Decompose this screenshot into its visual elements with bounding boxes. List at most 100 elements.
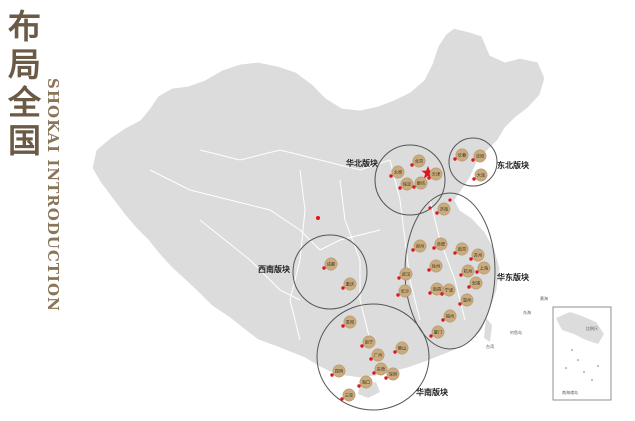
city-label: 成都 [327, 260, 336, 267]
city-label: 南宁 [365, 338, 373, 344]
page-title-english: SHOKAI INTRODUCTION [44, 78, 62, 312]
city-badge [412, 154, 426, 168]
city-badge [359, 375, 373, 389]
city-dot [429, 334, 433, 338]
city-dot [453, 251, 457, 255]
city-badge [460, 293, 474, 307]
city-badge [343, 277, 357, 291]
city-marker: 郑州 [411, 239, 427, 253]
city-marker: 厦门 [429, 325, 445, 339]
city-dot [410, 163, 414, 167]
region-label-east-china: 华东版块 [497, 272, 530, 282]
city-dot [458, 302, 462, 306]
city-marker: 徐州 [427, 259, 443, 273]
city-label: 杭州 [464, 267, 472, 274]
city-marker: 深圳 [384, 367, 400, 381]
city-label: 太原 [394, 168, 402, 175]
city-badge [471, 248, 485, 262]
inset-scale-label: 比例尺 [586, 325, 598, 331]
city-label: 廊坊 [417, 179, 425, 186]
city-label: 东莞 [377, 365, 385, 372]
region-circle-south-china [316, 303, 430, 411]
city-dot [432, 246, 436, 250]
city-marker: 合肥 [432, 237, 448, 251]
city-marker: 北京 [410, 154, 426, 168]
city-badge [473, 149, 487, 163]
city-marker: 贵阳 [341, 315, 357, 329]
city-label: 深圳 [389, 370, 397, 377]
region-circle-northeast [448, 137, 498, 187]
city-marker: 济南 [435, 202, 451, 216]
city-marker: 杭州 [459, 264, 475, 278]
city-label: 长春 [458, 151, 467, 158]
city-dot-west [316, 216, 320, 220]
city-badge [398, 284, 412, 298]
city-marker: 长春 [453, 148, 469, 162]
region-label-north-china: 华北版块 [346, 158, 379, 168]
city-marker: 武汉 [397, 267, 413, 281]
city-badge [455, 148, 469, 162]
city-marker: 沈阳 [471, 149, 487, 163]
page-title-chinese: 布 局 全 国 [8, 8, 48, 160]
city-label: 三亚 [345, 392, 353, 397]
region-circle-southwest [292, 234, 368, 310]
city-label: 苏州 [474, 251, 482, 258]
region-label-northeast: 东北版块 [497, 160, 530, 170]
city-dot [393, 350, 397, 354]
city-marker: 保定 [398, 177, 414, 191]
city-badge [442, 283, 456, 297]
city-marker: 昆明 [330, 364, 346, 378]
taiwan-island [484, 318, 492, 342]
city-badge [342, 388, 356, 402]
city-dot [441, 318, 445, 322]
city-badge [391, 165, 405, 179]
city-label: 昆明 [335, 368, 343, 374]
capital-star-icon [421, 166, 435, 179]
city-label: 宁波 [445, 286, 454, 293]
city-marker: 无锡 [467, 276, 483, 290]
title-char-3: 全 [8, 83, 41, 122]
city-dot [396, 293, 400, 297]
city-dot [440, 292, 444, 296]
city-marker: 东莞 [372, 362, 388, 376]
city-dot [357, 384, 361, 388]
city-label: 南昌 [433, 285, 441, 292]
city-marker: 天津 [427, 167, 443, 181]
city-badge [477, 261, 491, 275]
city-badge [461, 264, 475, 278]
city-marker: 福州 [441, 309, 457, 323]
china-landmass [91, 27, 546, 379]
region-circle-north-china [374, 144, 446, 216]
city-marker: 海口 [357, 375, 373, 389]
city-badge [400, 177, 414, 191]
city-dot [389, 174, 393, 178]
city-badge [431, 325, 445, 339]
city-dot [475, 270, 479, 274]
city-badge [474, 168, 488, 182]
city-dot [412, 185, 416, 189]
city-label: 沈阳 [476, 152, 484, 159]
city-dot [397, 276, 401, 280]
city-marker: 廊坊 [412, 176, 428, 190]
city-marker: 上海 [475, 261, 491, 275]
city-label: 保定 [403, 180, 411, 187]
city-label: 合肥 [437, 240, 446, 247]
city-badge [413, 239, 427, 253]
city-dot [372, 371, 376, 375]
city-dot [471, 158, 475, 162]
city-label: 天津 [432, 170, 440, 177]
city-label: 福州 [446, 312, 454, 319]
city-label: 重庆 [346, 280, 355, 287]
city-dot [453, 157, 457, 161]
city-marker: 南京 [453, 242, 469, 256]
city-badge [429, 167, 443, 181]
south-china-sea-inset: 南海诸岛 比例尺 [552, 306, 612, 401]
city-marker: 三亚 [340, 388, 356, 402]
city-dot [467, 285, 471, 289]
city-label: 贵阳 [346, 318, 354, 325]
city-dot-extra [448, 198, 452, 202]
sea-label-yellow-sea: 黄海 [540, 295, 548, 301]
city-badge [395, 341, 409, 355]
city-badge [434, 237, 448, 251]
